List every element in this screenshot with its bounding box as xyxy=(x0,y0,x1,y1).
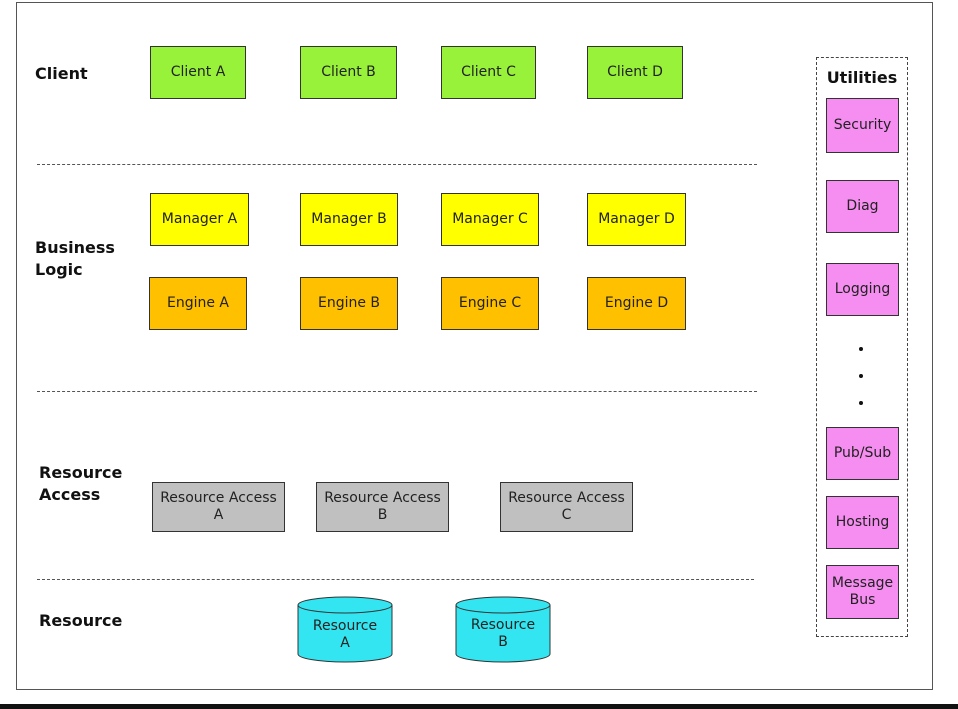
client-d-box: Client D xyxy=(587,46,683,99)
resource-a-label: Resource A xyxy=(312,618,378,651)
resource-b-label: Resource B xyxy=(470,617,536,650)
utility-logging-box: Logging xyxy=(826,263,899,316)
layer-label-resource: Resource xyxy=(39,611,123,630)
manager-c-box: Manager C xyxy=(441,193,539,246)
ellipsis-dot xyxy=(859,374,863,378)
layer-separator xyxy=(37,579,754,580)
utility-hosting-box: Hosting xyxy=(826,496,899,549)
utility-pubsub-box: Pub/Sub xyxy=(826,427,899,480)
layer-separator xyxy=(37,164,757,165)
layer-label-resource-access: Resource Access xyxy=(39,463,123,504)
layer-label-business-logic: Business Logic xyxy=(35,238,115,279)
client-c-box: Client C xyxy=(441,46,536,99)
database-icon xyxy=(455,596,551,663)
manager-d-box: Manager D xyxy=(587,193,686,246)
diagram-frame xyxy=(16,2,933,690)
utility-diag-box: Diag xyxy=(826,180,899,233)
layer-label-client: Client xyxy=(35,64,88,83)
manager-a-box: Manager A xyxy=(150,193,249,246)
engine-a-box: Engine A xyxy=(149,277,247,330)
bottom-bar xyxy=(0,704,958,709)
ellipsis-dot xyxy=(859,347,863,351)
utility-message-bus-box: Message Bus xyxy=(826,565,899,619)
utilities-title: Utilities xyxy=(826,68,898,87)
client-a-box: Client A xyxy=(150,46,246,99)
resource-b-database: Resource B xyxy=(455,596,551,664)
engine-c-box: Engine C xyxy=(441,277,539,330)
resource-access-c-box: Resource Access C xyxy=(500,482,633,532)
manager-b-box: Manager B xyxy=(300,193,398,246)
utilities-panel xyxy=(816,57,908,637)
resource-access-b-box: Resource Access B xyxy=(316,482,449,532)
ellipsis-dot xyxy=(859,401,863,405)
engine-b-box: Engine B xyxy=(300,277,398,330)
resource-a-database: Resource A xyxy=(297,596,393,664)
resource-access-a-box: Resource Access A xyxy=(152,482,285,532)
layer-separator xyxy=(37,391,757,392)
client-b-box: Client B xyxy=(300,46,397,99)
database-icon xyxy=(297,596,393,663)
engine-d-box: Engine D xyxy=(587,277,686,330)
utility-security-box: Security xyxy=(826,98,899,153)
